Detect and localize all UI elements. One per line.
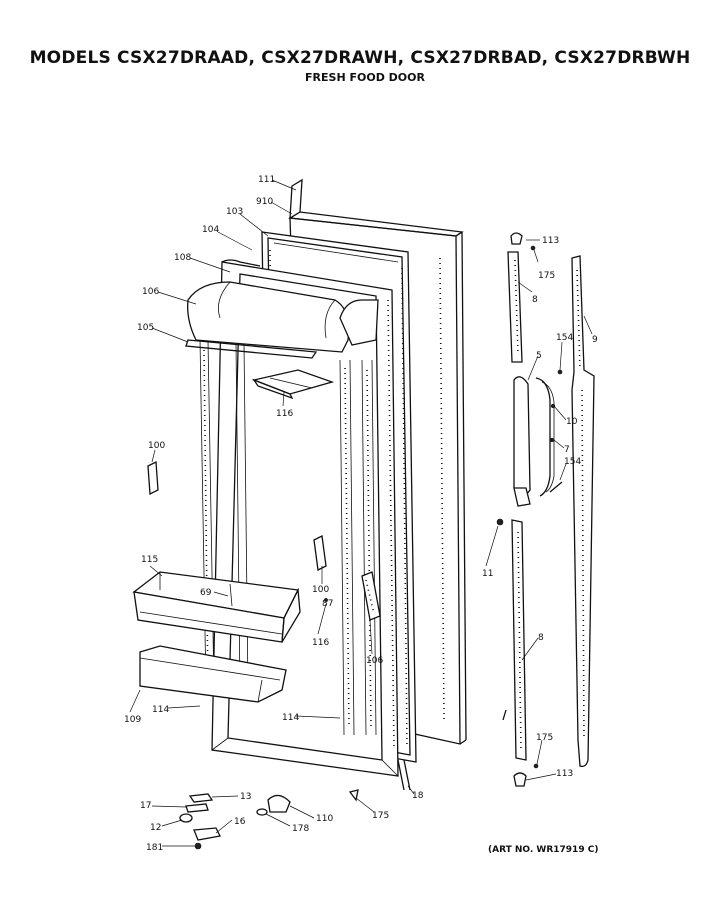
callout-7: 7 [564, 445, 570, 455]
callout-113-bottom: 113 [556, 769, 573, 779]
callout-111: 111 [258, 175, 275, 185]
callout-17: 17 [140, 801, 151, 811]
door-liner [199, 259, 399, 777]
callout-13: 13 [240, 792, 251, 802]
callout-100-left: 100 [148, 441, 165, 451]
callout-labels: 111 910 103 104 108 106 105 116 100 115 … [124, 175, 598, 853]
small-tray [251, 369, 335, 400]
callout-18: 18 [412, 791, 424, 801]
callout-8-top: 8 [532, 295, 538, 305]
callout-106-right: 106 [366, 656, 383, 666]
callout-116-mid: 116 [312, 638, 329, 648]
leader-lines [129, 179, 593, 847]
callout-5: 5 [536, 351, 542, 361]
callout-105: 105 [137, 323, 154, 333]
callout-11: 11 [482, 569, 493, 579]
callout-10: 10 [566, 417, 578, 427]
callout-175-bottom: 175 [536, 733, 553, 743]
art-number: (ART NO. WR17919 C) [488, 845, 599, 855]
callout-910: 910 [256, 197, 273, 207]
callout-175-door: 175 [372, 811, 389, 821]
callout-104: 104 [202, 225, 219, 235]
callout-108: 108 [174, 253, 191, 263]
callout-116-top: 116 [276, 409, 293, 419]
hinge-parts [496, 232, 595, 787]
callout-109: 109 [124, 715, 141, 725]
callout-16: 16 [234, 817, 246, 827]
page-subtitle: FRESH FOOD DOOR [305, 71, 425, 84]
callout-175-top: 175 [538, 271, 555, 281]
callout-114-right: 114 [282, 713, 299, 723]
callout-113-top: 113 [542, 236, 559, 246]
callout-9: 9 [592, 335, 598, 345]
small-parts [147, 178, 411, 850]
callout-69: 69 [200, 588, 212, 598]
page-title: MODELS CSX27DRAAD, CSX27DRAWH, CSX27DRBA… [29, 48, 691, 68]
callout-87: 87 [322, 599, 333, 609]
callout-154-top: 154 [556, 333, 573, 343]
callout-12: 12 [150, 823, 161, 833]
dairy-compartment [185, 281, 379, 359]
callout-178: 178 [292, 824, 309, 834]
callout-106: 106 [142, 287, 159, 297]
callout-114-left: 114 [152, 705, 169, 715]
callout-110: 110 [316, 814, 333, 824]
callout-100-right: 100 [312, 585, 329, 595]
bin-front [139, 645, 287, 703]
callout-115: 115 [141, 555, 158, 565]
callout-103: 103 [226, 207, 243, 217]
callout-181: 181 [146, 843, 163, 853]
callout-154-bottom: 154 [564, 457, 581, 467]
callout-8-bottom: 8 [538, 633, 544, 643]
shelf-bin [132, 571, 301, 643]
